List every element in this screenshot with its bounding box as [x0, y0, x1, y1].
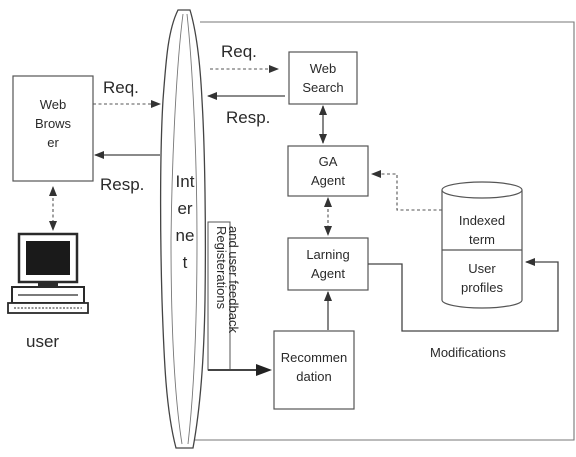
computer-icon: [8, 234, 88, 313]
recommendation-box: Recommen dation: [274, 331, 354, 409]
learning-agent-label-line-2: Agent: [311, 266, 345, 281]
database-cylinder: Indexed term User profiles: [442, 182, 522, 308]
search-response-label: Resp.: [226, 108, 270, 127]
web-browser-label-line-2: Brows: [35, 116, 72, 131]
internet-cloud: Int er ne t: [161, 10, 206, 448]
internet-label-line-2: er: [177, 199, 192, 218]
web-browser-label-line-3: er: [47, 135, 59, 150]
internet-label-line-1: Int: [176, 172, 195, 191]
browser-request-label: Req.: [103, 78, 139, 97]
indexed-term-label-line-2: term: [469, 232, 495, 247]
indexed-term-label-line-1: Indexed: [459, 213, 505, 228]
user-profiles-label-line-1: User: [468, 261, 496, 276]
user-label: user: [26, 332, 59, 351]
search-request-label: Req.: [221, 42, 257, 61]
internet-label-line-4: t: [183, 253, 188, 272]
web-search-box: Web Search: [289, 52, 357, 104]
web-browser-box: Web Brows er: [13, 76, 93, 181]
feedback-label-line-2: and user feedback: [226, 226, 241, 333]
database-ga-arrow: [372, 174, 442, 210]
ga-agent-label-line-1: GA: [319, 154, 338, 169]
ga-agent-box: GA Agent: [288, 146, 368, 196]
internet-label-line-3: ne: [176, 226, 195, 245]
modifications-label: Modifications: [430, 345, 506, 360]
learning-agent-label-line-1: Larning: [306, 247, 349, 262]
web-search-label-line-1: Web: [310, 61, 337, 76]
ga-agent-label-line-2: Agent: [311, 173, 345, 188]
recommendation-label-line-1: Recommen: [281, 350, 347, 365]
user-profiles-label-line-2: profiles: [461, 280, 503, 295]
web-browser-label-line-1: Web: [40, 97, 67, 112]
browser-response-label: Resp.: [100, 175, 144, 194]
web-search-label-line-2: Search: [302, 80, 343, 95]
learning-agent-box: Larning Agent: [288, 238, 368, 290]
feedback-channel: Registerations and user feedback: [208, 222, 272, 376]
recommendation-label-line-2: dation: [296, 369, 331, 384]
